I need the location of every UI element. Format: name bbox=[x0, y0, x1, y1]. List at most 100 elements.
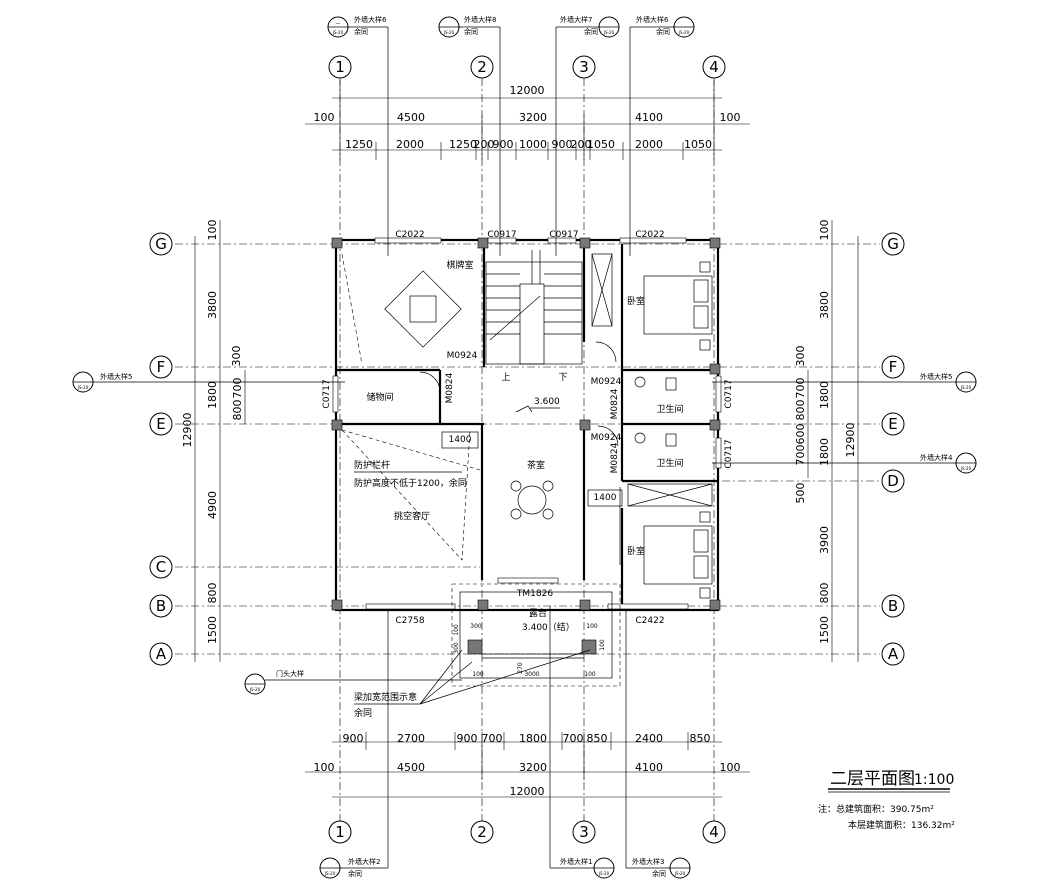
dimensions-right: 12900 100 3800 300 1800 1800 500 3900 80… bbox=[794, 220, 859, 662]
svg-text:防护栏杆: 防护栏杆 bbox=[354, 459, 390, 471]
svg-text:外墙大样4: 外墙大样4 bbox=[920, 453, 953, 462]
svg-text:100: 100 bbox=[314, 111, 335, 124]
opening-labels: C2022 C0917 C0917 C2022 M0924 M0824 M092… bbox=[322, 230, 734, 626]
axis-bubbles-vertical-bottom: 1 2 3 4 bbox=[328, 820, 726, 844]
svg-text:1250: 1250 bbox=[449, 138, 477, 151]
room-bedroom-2: 卧室 bbox=[627, 545, 645, 557]
axis-bubbles-horizontal-right: G F E D B A bbox=[881, 232, 905, 666]
svg-text:4500: 4500 bbox=[397, 761, 425, 774]
svg-text:3.600: 3.600 bbox=[534, 397, 560, 407]
svg-text:800: 800 bbox=[206, 583, 219, 604]
svg-text:JS-20: JS-20 bbox=[77, 385, 89, 390]
axis-D-right: D bbox=[887, 472, 899, 490]
svg-text:3.400（结）: 3.400（结） bbox=[522, 621, 575, 633]
svg-text:M0924: M0924 bbox=[591, 377, 622, 387]
svg-text:12900: 12900 bbox=[181, 413, 194, 448]
room-void-living: 挑空客厅 bbox=[394, 510, 430, 522]
svg-text:3800: 3800 bbox=[206, 291, 219, 319]
svg-text:300: 300 bbox=[453, 642, 460, 654]
stair-up-label: 上 bbox=[501, 372, 510, 383]
dimensions-top: 12000 100 4500 3200 4100 100 1250 2000 1… bbox=[305, 80, 750, 160]
svg-text:余同: 余同 bbox=[656, 27, 670, 36]
svg-text:1050: 1050 bbox=[684, 138, 712, 151]
svg-text:900: 900 bbox=[552, 138, 573, 151]
svg-text:2700: 2700 bbox=[397, 732, 425, 745]
axis-G-right: G bbox=[887, 235, 899, 253]
svg-text:1500: 1500 bbox=[818, 616, 831, 644]
svg-text:12900: 12900 bbox=[844, 423, 857, 458]
axis-4-bottom: 4 bbox=[709, 823, 719, 841]
note-floor-area: 本层建筑面积：136.32m² bbox=[848, 819, 955, 831]
axis-1-top: 1 bbox=[335, 58, 345, 76]
svg-text:200: 200 bbox=[474, 138, 495, 151]
svg-text:余同: 余同 bbox=[464, 27, 478, 36]
axis-2-bottom: 2 bbox=[477, 823, 487, 841]
axis-bubbles-vertical-top: 1 2 3 4 bbox=[328, 55, 726, 79]
svg-text:M0824: M0824 bbox=[445, 372, 455, 403]
svg-text:JS-20: JS-20 bbox=[674, 871, 686, 876]
svg-text:900: 900 bbox=[493, 138, 514, 151]
drawing-scale: 1:100 bbox=[914, 772, 954, 788]
svg-text:防护高度不低于1200，余同: 防护高度不低于1200，余同 bbox=[354, 477, 467, 489]
svg-text:4100: 4100 bbox=[635, 111, 663, 124]
svg-text:C0917: C0917 bbox=[487, 230, 516, 240]
svg-text:外墙大样5: 外墙大样5 bbox=[920, 372, 952, 381]
svg-text:300: 300 bbox=[230, 346, 243, 367]
svg-text:1800: 1800 bbox=[818, 438, 831, 466]
axis-B-left: B bbox=[156, 597, 166, 615]
axis-3-top: 3 bbox=[579, 58, 589, 76]
svg-text:100: 100 bbox=[586, 623, 598, 630]
axis-A-left: A bbox=[156, 645, 167, 663]
svg-text:外墙大样6: 外墙大样6 bbox=[636, 15, 669, 24]
axis-3-bottom: 3 bbox=[579, 823, 589, 841]
svg-text:900: 900 bbox=[343, 732, 364, 745]
axis-A-right: A bbox=[888, 645, 899, 663]
room-tea: 茶室 bbox=[527, 459, 545, 471]
svg-text:门头大样: 门头大样 bbox=[276, 669, 304, 678]
axis-4-top: 4 bbox=[709, 58, 719, 76]
svg-text:850: 850 bbox=[587, 732, 608, 745]
svg-text:3900: 3900 bbox=[818, 526, 831, 554]
axis-E-right: E bbox=[888, 415, 897, 433]
svg-text:梁加宽范围示意: 梁加宽范围示意 bbox=[354, 691, 417, 703]
svg-text:1400: 1400 bbox=[449, 435, 472, 445]
axis-C-left: C bbox=[156, 558, 166, 576]
room-bedroom-1: 卧室 bbox=[627, 295, 645, 307]
grid-lines bbox=[175, 78, 880, 822]
svg-text:JS-20: JS-20 bbox=[324, 871, 336, 876]
svg-text:4100: 4100 bbox=[635, 761, 663, 774]
svg-text:500: 500 bbox=[794, 483, 807, 504]
svg-text:C2422: C2422 bbox=[635, 616, 664, 626]
svg-text:850: 850 bbox=[690, 732, 711, 745]
svg-text:C0717: C0717 bbox=[724, 439, 734, 468]
axis-F-left: F bbox=[157, 358, 166, 376]
room-chess: 棋牌室 bbox=[446, 259, 473, 271]
svg-text:300: 300 bbox=[794, 346, 807, 367]
svg-text:外墙大样1: 外墙大样1 bbox=[560, 857, 592, 866]
svg-text:外墙大样6: 外墙大样6 bbox=[354, 15, 387, 24]
svg-text:100: 100 bbox=[472, 671, 484, 678]
svg-text:JS-20: JS-20 bbox=[249, 687, 261, 692]
svg-text:4900: 4900 bbox=[206, 491, 219, 519]
axis-B-right: B bbox=[888, 597, 898, 615]
svg-text:外墙大样7: 外墙大样7 bbox=[560, 15, 592, 24]
room-bath-2: 卫生间 bbox=[656, 457, 683, 469]
svg-text:外墙大样2: 外墙大样2 bbox=[348, 857, 380, 866]
svg-text:100: 100 bbox=[818, 220, 831, 241]
svg-text:2000: 2000 bbox=[635, 138, 663, 151]
svg-text:700: 700 bbox=[482, 732, 503, 745]
svg-text:M0824: M0824 bbox=[610, 388, 620, 419]
axis-F-right: F bbox=[889, 358, 898, 376]
svg-text:100: 100 bbox=[720, 761, 741, 774]
svg-text:JS-20: JS-20 bbox=[960, 385, 972, 390]
svg-text:1800: 1800 bbox=[818, 381, 831, 409]
svg-text:C2758: C2758 bbox=[395, 616, 424, 626]
note-total-area: 注：总建筑面积：390.75m² bbox=[818, 803, 934, 815]
svg-text:C2022: C2022 bbox=[635, 230, 664, 240]
svg-text:M0924: M0924 bbox=[447, 351, 478, 361]
svg-text:100: 100 bbox=[206, 220, 219, 241]
svg-text:JS-20: JS-20 bbox=[598, 871, 610, 876]
svg-text:1500: 1500 bbox=[206, 616, 219, 644]
svg-text:600: 600 bbox=[794, 424, 807, 445]
svg-text:2400: 2400 bbox=[635, 732, 663, 745]
